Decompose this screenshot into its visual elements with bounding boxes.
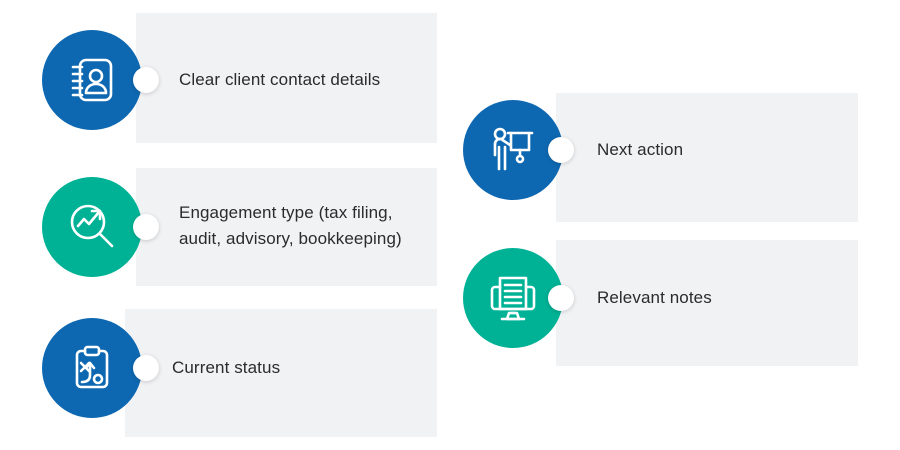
clipboard-strategy-icon bbox=[65, 341, 119, 395]
badge-next-action[interactable] bbox=[463, 100, 563, 200]
knob-next-action bbox=[548, 137, 574, 163]
badge-current-status[interactable] bbox=[42, 318, 142, 418]
card-relevant-notes bbox=[556, 240, 858, 366]
card-next-action bbox=[556, 93, 858, 222]
label-next-action: Next action bbox=[597, 140, 684, 159]
knob-current-status bbox=[133, 355, 159, 381]
knob-relevant-notes bbox=[548, 285, 574, 311]
knob-clear-client-contact-details bbox=[133, 67, 159, 93]
monitor-document-icon bbox=[486, 271, 540, 325]
card-clear-client-contact-details bbox=[136, 13, 437, 143]
label-engagement-type: Engagement type (tax filing, audit, advi… bbox=[179, 203, 402, 248]
label-current-status: Current status bbox=[172, 358, 281, 377]
card-engagement-type bbox=[136, 168, 437, 286]
address-book-icon bbox=[65, 53, 119, 107]
presenter-board-icon bbox=[486, 123, 540, 177]
label-clear-client-contact-details: Clear client contact details bbox=[179, 70, 381, 89]
knob-engagement-type bbox=[133, 214, 159, 240]
magnifier-trend-icon bbox=[65, 200, 119, 254]
label-relevant-notes: Relevant notes bbox=[597, 288, 712, 307]
card-current-status bbox=[125, 309, 437, 437]
badge-clear-client-contact-details[interactable] bbox=[42, 30, 142, 130]
badge-relevant-notes[interactable] bbox=[463, 248, 563, 348]
badge-engagement-type[interactable] bbox=[42, 177, 142, 277]
